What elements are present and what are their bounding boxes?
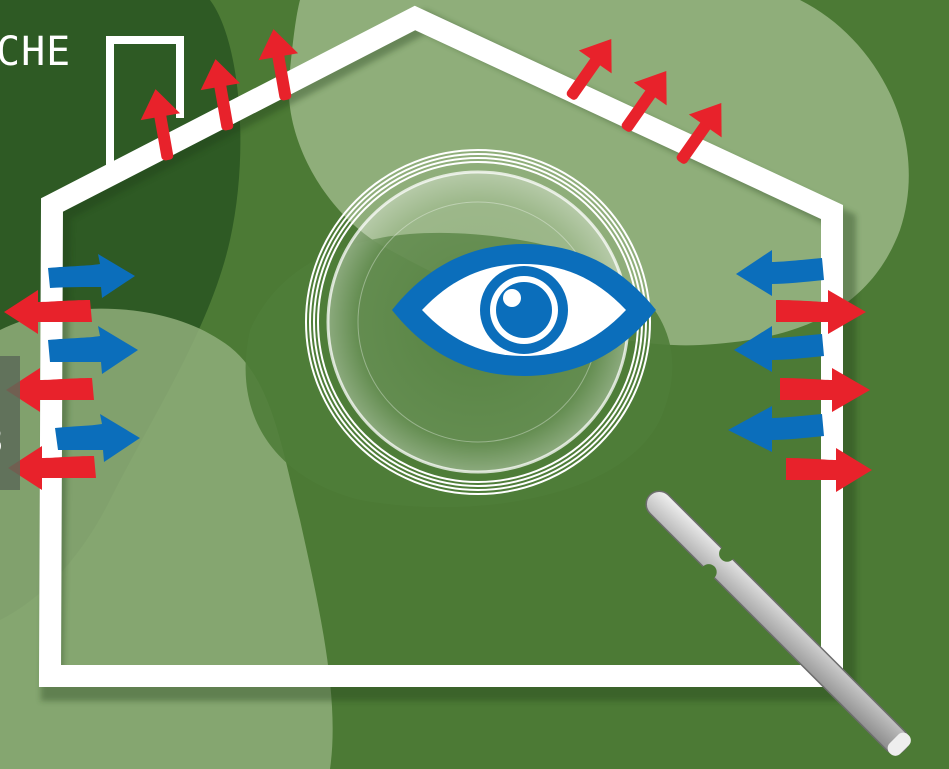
heading-fragment: CHE	[0, 32, 71, 72]
magnifier-handle	[635, 480, 919, 764]
left-panel-text-fragment: 3	[0, 424, 4, 460]
arrow-out-icon	[776, 290, 872, 492]
